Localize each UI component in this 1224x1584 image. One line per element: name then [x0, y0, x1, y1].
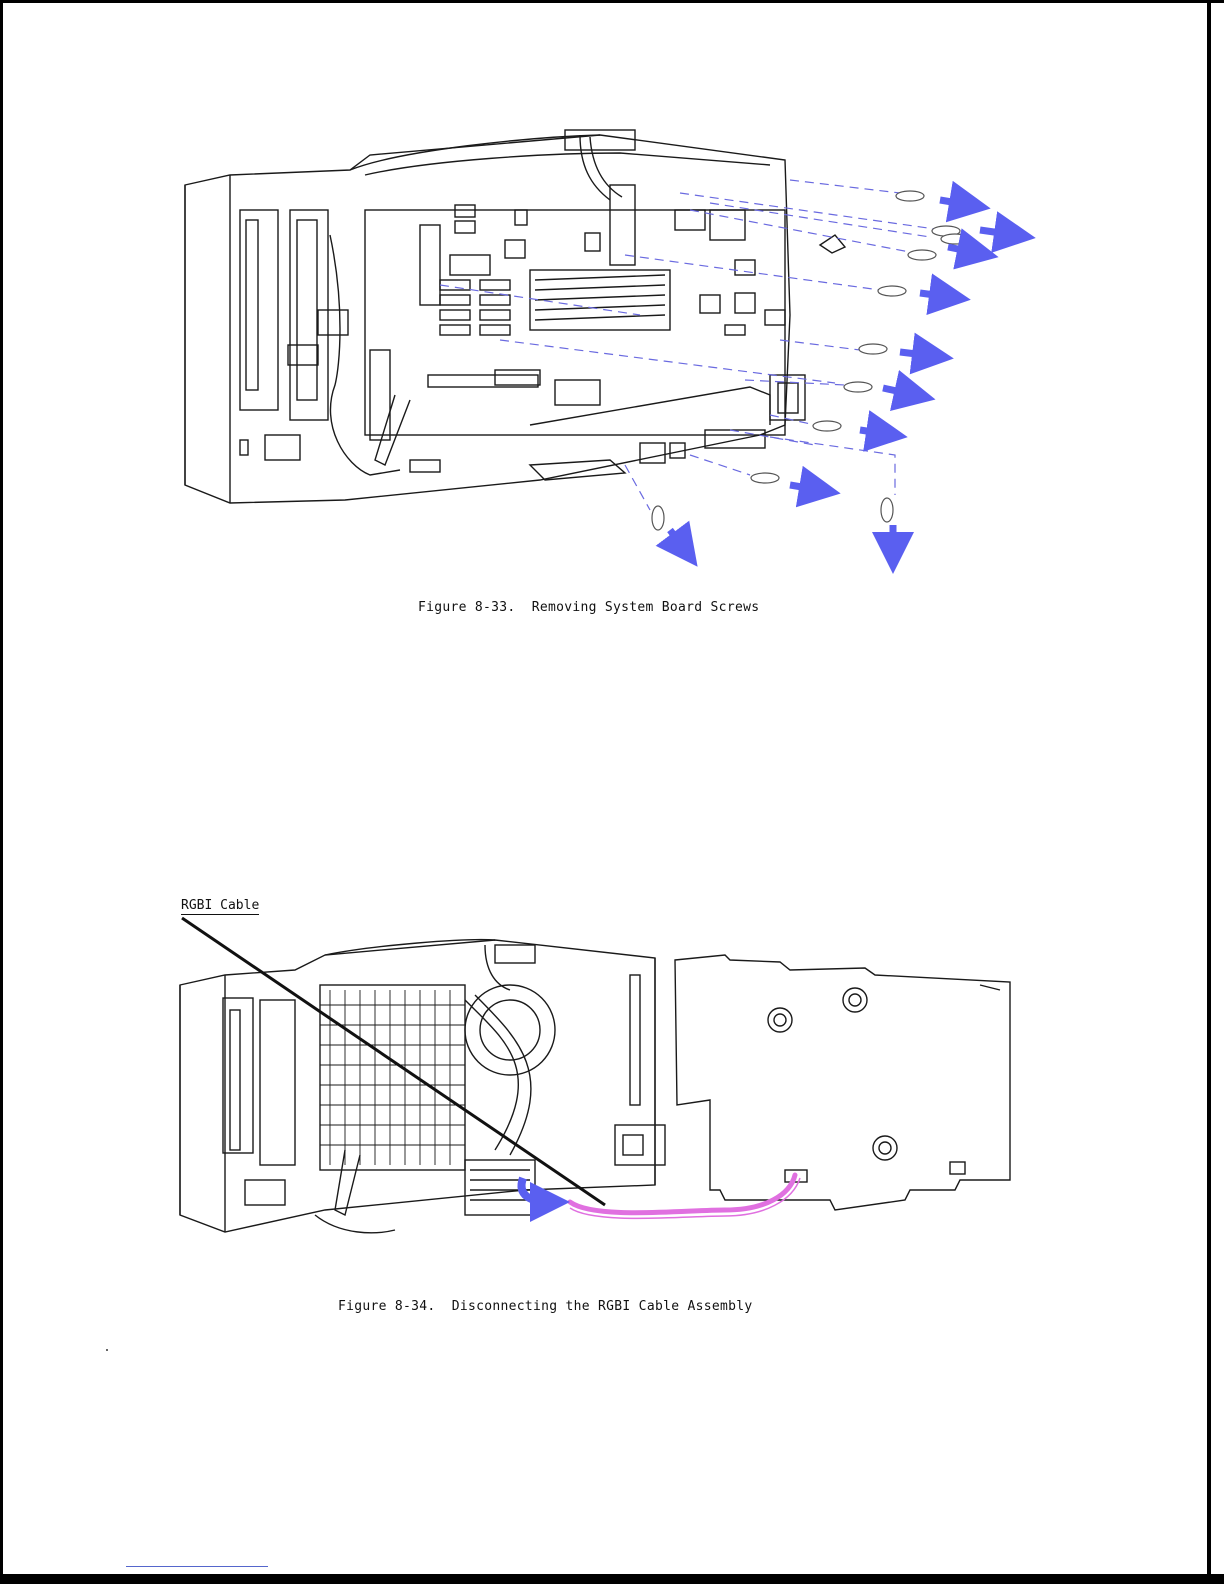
frame-top-edge — [0, 0, 1224, 3]
screw-icons — [652, 191, 969, 530]
frame-right-edge — [1207, 0, 1211, 1584]
stray-mark — [106, 1349, 108, 1351]
rgbi-cable-highlight — [570, 1175, 795, 1213]
direction-arrows — [670, 200, 1015, 553]
footer-link-underline[interactable] — [126, 1566, 268, 1567]
figure-8-33-caption: Figure 8-33. Removing System Board Screw… — [418, 600, 759, 615]
figure-8-34-caption: Figure 8-34. Disconnecting the RGBI Cabl… — [338, 1299, 752, 1314]
frame-left-edge — [0, 0, 3, 1584]
figure-8-33-illustration — [170, 125, 1050, 575]
computer-chassis-line-art — [180, 940, 1010, 1233]
frame-bottom-edge — [0, 1574, 1224, 1584]
figure-8-34-illustration — [165, 890, 1045, 1250]
computer-chassis-line-art — [185, 130, 845, 503]
